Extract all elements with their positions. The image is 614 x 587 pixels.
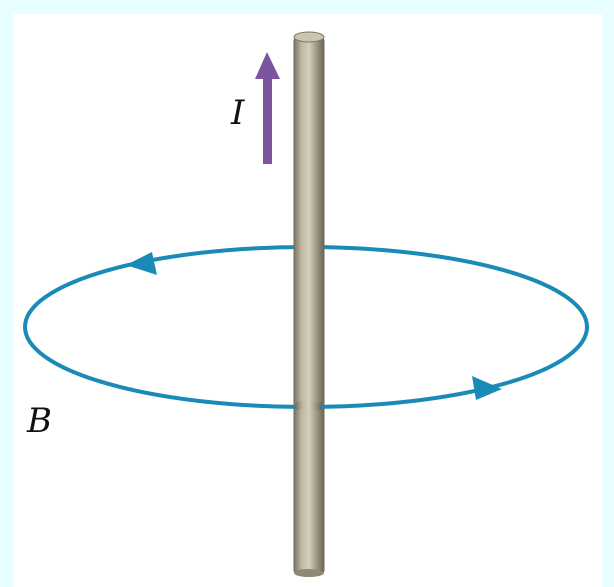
wire-top-cap bbox=[294, 32, 324, 42]
current-label: I bbox=[231, 96, 244, 130]
field-arrowhead-back bbox=[126, 252, 157, 275]
field-label: B bbox=[27, 404, 52, 438]
field-loop-gap bbox=[296, 402, 322, 410]
current-arrow-shaft bbox=[263, 72, 272, 164]
current-arrow-head bbox=[255, 52, 280, 79]
field-arrowhead-front bbox=[472, 376, 502, 400]
wire-bottom-cap bbox=[294, 569, 324, 577]
wire-body bbox=[294, 37, 324, 574]
